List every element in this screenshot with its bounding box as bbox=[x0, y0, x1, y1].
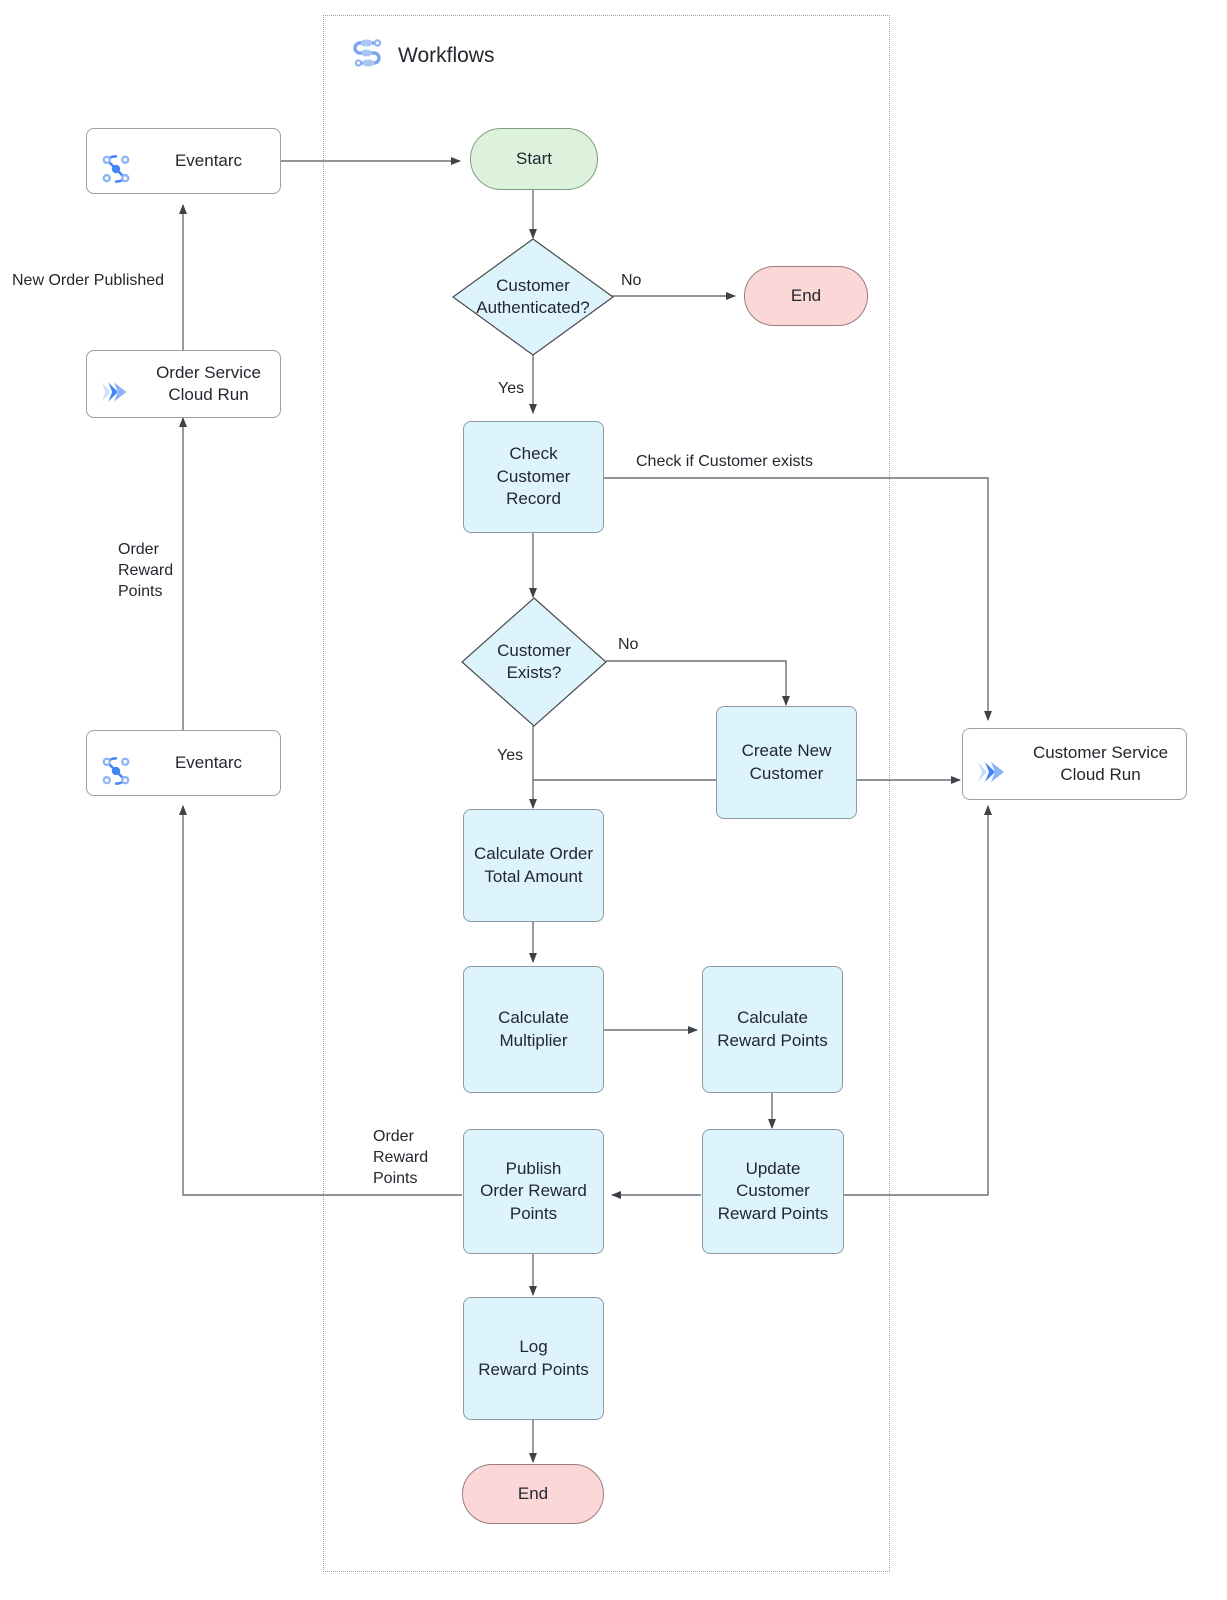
node-eventarc-bottom[interactable]: Eventarc bbox=[86, 730, 281, 796]
eventarc-icon bbox=[97, 128, 135, 195]
node-customer-authenticated-label: Customer Authenticated? bbox=[476, 275, 590, 317]
node-calculate-multiplier[interactable]: Calculate Multiplier bbox=[463, 966, 604, 1093]
node-customer-service-cloud-run[interactable]: Customer Service Cloud Run bbox=[962, 728, 1187, 800]
workflows-group-boundary bbox=[323, 15, 890, 1572]
edge-label-order-reward-points-left: Order Reward Points bbox=[118, 541, 174, 601]
node-customer-service-cloud-run-label: Customer Service Cloud Run bbox=[1032, 742, 1169, 784]
cloud-run-icon bbox=[973, 730, 1013, 799]
diamond-shape bbox=[452, 238, 614, 356]
node-customer-exists-decision[interactable]: Customer Exists? bbox=[461, 597, 607, 727]
workflows-group-title: Workflows bbox=[348, 33, 494, 79]
diamond-shape bbox=[461, 597, 607, 727]
node-calculate-order-total-amount[interactable]: Calculate Order Total Amount bbox=[463, 809, 604, 922]
cloud-run-icon bbox=[97, 351, 135, 418]
edge-label-new-order-published: New Order Published bbox=[12, 272, 165, 289]
workflows-icon bbox=[348, 33, 388, 79]
node-end-auth[interactable]: End bbox=[744, 266, 868, 326]
node-publish-order-reward-points[interactable]: Publish Order Reward Points bbox=[463, 1129, 604, 1254]
node-start[interactable]: Start bbox=[470, 128, 598, 190]
node-customer-exists-label: Customer Exists? bbox=[497, 640, 571, 682]
edge-label-order-reward-points-publish: Order Reward Points bbox=[373, 1128, 429, 1188]
node-eventarc-bottom-label: Eventarc bbox=[174, 752, 243, 772]
node-check-customer-record[interactable]: Check Customer Record bbox=[463, 421, 604, 533]
node-order-service-cloud-run-label: Order Service Cloud Run bbox=[156, 362, 261, 404]
edge-label-check-if-customer-exists: Check if Customer exists bbox=[636, 453, 813, 470]
node-order-service-cloud-run[interactable]: Order Service Cloud Run bbox=[86, 350, 281, 418]
edge-label-exists-yes: Yes bbox=[497, 747, 524, 764]
node-eventarc-top-label: Eventarc bbox=[174, 150, 243, 170]
node-customer-authenticated-decision[interactable]: Customer Authenticated? bbox=[452, 238, 614, 356]
edge-label-exists-no: No bbox=[618, 636, 639, 653]
node-update-customer-reward-points[interactable]: Update Customer Reward Points bbox=[702, 1129, 844, 1254]
node-log-reward-points[interactable]: Log Reward Points bbox=[463, 1297, 604, 1420]
edge-label-auth-yes: Yes bbox=[498, 380, 525, 397]
edge-label-auth-no: No bbox=[621, 272, 642, 289]
node-end-final[interactable]: End bbox=[462, 1464, 604, 1524]
eventarc-icon bbox=[97, 730, 135, 797]
node-eventarc-top[interactable]: Eventarc bbox=[86, 128, 281, 194]
workflows-group-label: Workflows bbox=[398, 44, 495, 67]
node-calculate-reward-points[interactable]: Calculate Reward Points bbox=[702, 966, 843, 1093]
node-create-new-customer[interactable]: Create New Customer bbox=[716, 706, 857, 819]
